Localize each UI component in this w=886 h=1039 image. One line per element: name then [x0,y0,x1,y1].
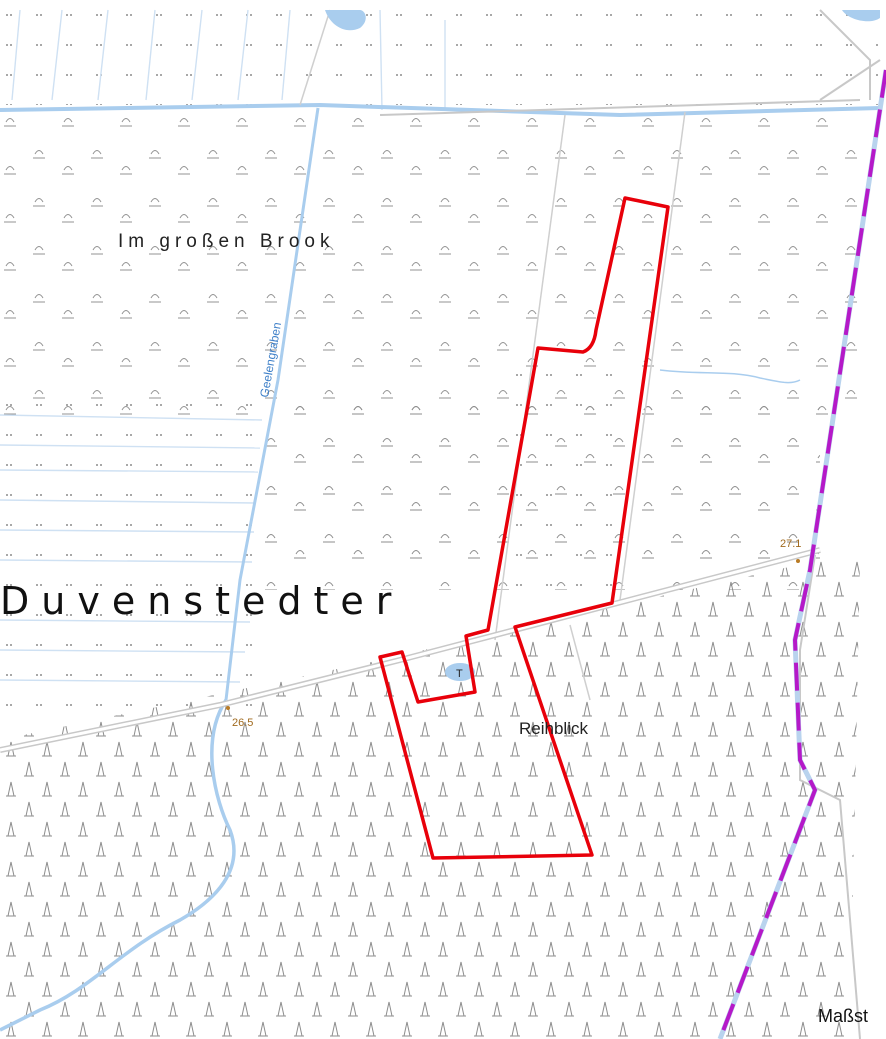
scale-label: Maßst [818,1006,869,1026]
marsh-area-north [0,10,880,105]
pond-top-left [325,10,366,31]
forest-area-south [0,560,860,1039]
stream-south [0,699,236,1032]
elevation-point-west [226,706,230,710]
elevation-point-east [796,559,800,563]
road-north [379,99,861,116]
stream-east [659,369,801,384]
label-elevation-east: 27.1 [780,538,801,550]
water-line-north [0,102,881,118]
property-boundary[interactable] [378,196,670,860]
road-north-east [819,9,871,100]
pond-center [445,663,475,681]
meadow-area-north [0,115,860,415]
meadow-area-east [260,400,820,590]
field-lines-north [11,9,446,111]
field-lines-west [0,414,263,683]
label-forest-name: Duvenstedter [0,579,403,623]
label-elevation-west: 26.5 [232,717,253,729]
field-paths [299,9,686,701]
label-pond-marker: T [456,668,463,680]
label-site-name: Reihblick [519,719,588,738]
admin-border [718,69,886,1039]
pond-top-right [842,10,880,22]
label-field-name: Im großen Brook [118,231,335,252]
marsh-area-west [0,380,260,720]
stream-geelengraben [224,107,320,701]
road-east [799,59,881,1039]
